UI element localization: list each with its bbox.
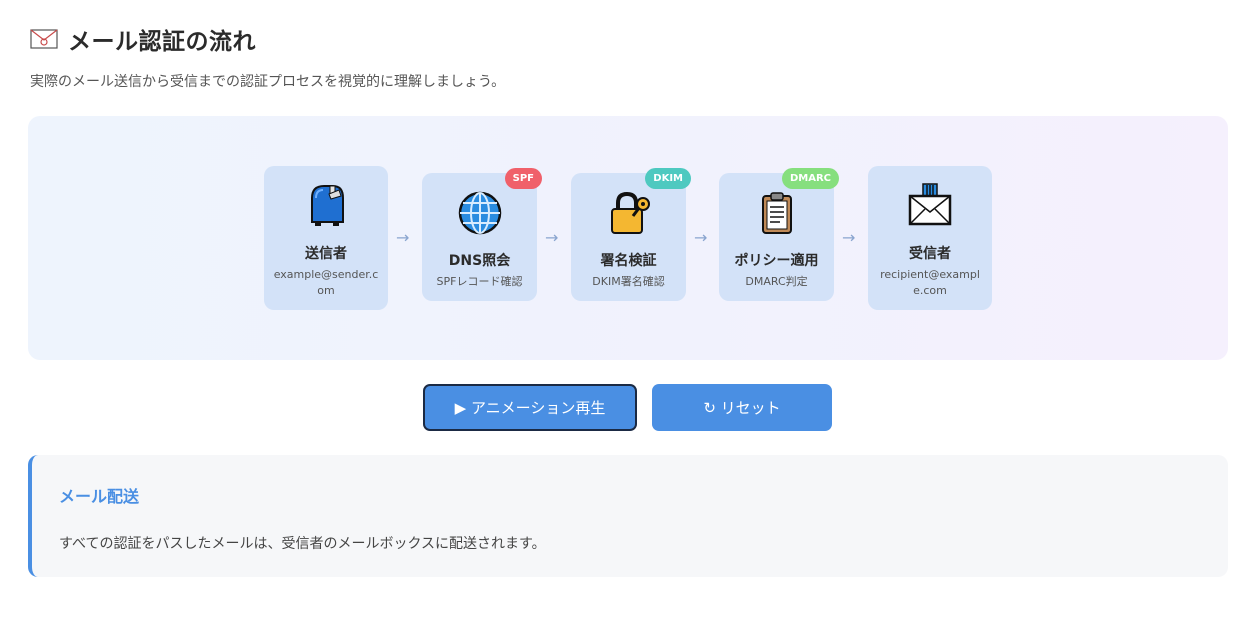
info-title: メール配送 (59, 487, 140, 506)
dkim-badge: DKIM (645, 168, 691, 189)
flow-step-name: 受信者 (909, 246, 951, 262)
info-box: メール配送 すべての認証をパスしたメールは、受信者のメールボックスに配送されます… (28, 455, 1228, 577)
globe-icon (458, 191, 501, 235)
page-subtitle: 実際のメール送信から受信までの認証プロセスを視覚的に理解しましょう。 (30, 74, 506, 90)
envelope-icon (30, 29, 58, 49)
flow-step-desc: DKIM署名確認 (592, 275, 665, 288)
flow-step-signature: DKIM 署名検証 DKIM署名確認 (571, 168, 691, 301)
flow-step-desc: example@sender.com (273, 268, 379, 297)
clipboard-icon (761, 192, 792, 234)
mailbox-icon (311, 185, 344, 226)
inbox-tray-icon (908, 183, 952, 226)
flow-step-name: 署名検証 (600, 253, 657, 269)
flow-arrow: → (545, 228, 559, 247)
flow-step-desc: SPFレコード確認 (436, 275, 523, 288)
flow-step-name: DNS照会 (448, 253, 511, 269)
flow-arrow: → (694, 228, 708, 247)
info-text: すべての認証をパスしたメールは、受信者のメールボックスに配送されます。 (59, 536, 546, 552)
page-title: メール認証の流れ (68, 29, 256, 55)
flow-step-sender: 送信者 example@sender.com (264, 166, 388, 310)
flow-step-dns: SPF DNS照会 SPFレコード確認 (422, 168, 542, 301)
flow-step-policy: DMARC ポリシー適用 DMARC判定 (719, 168, 839, 301)
flow-step-desc: DMARC判定 (745, 275, 808, 288)
reset-button[interactable]: ↻ リセット (652, 384, 832, 431)
flow-step-name: ポリシー適用 (734, 253, 819, 269)
flow-arrow: → (396, 228, 410, 247)
flow-step-name: 送信者 (305, 246, 347, 262)
flow-step-desc: recipient@example.com (880, 268, 980, 297)
flow-panel: 送信者 example@sender.com → SPF DNS照会 SPFレコ… (28, 116, 1228, 360)
flow-arrow: → (842, 228, 856, 247)
play-animation-button[interactable]: ▶ アニメーション再生 (423, 384, 637, 431)
spf-badge: SPF (504, 168, 542, 189)
flow-step-recipient: 受信者 recipient@example.com (868, 166, 992, 310)
dmarc-badge: DMARC (781, 168, 839, 189)
lock-key-icon (610, 191, 650, 234)
title-row: メール認証の流れ (30, 22, 256, 56)
